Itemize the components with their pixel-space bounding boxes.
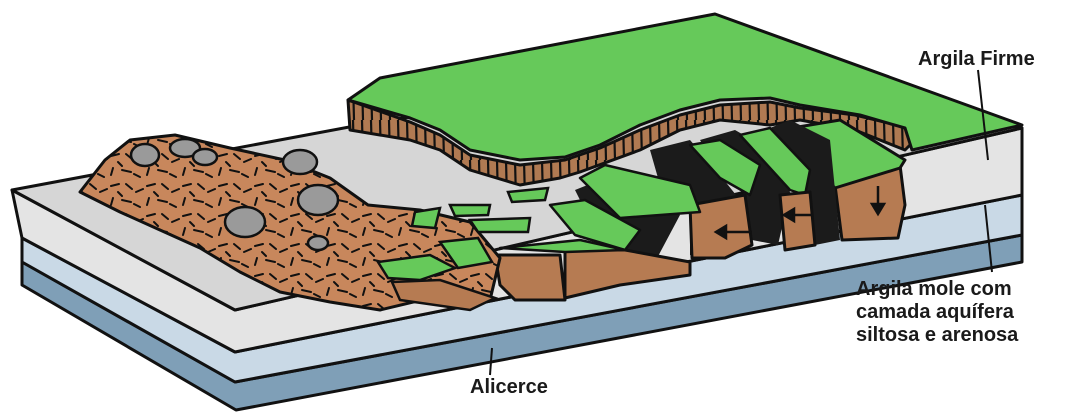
debris-chunk <box>412 208 440 228</box>
debris-chunk <box>470 218 530 232</box>
label-argila-mole-line-3: siltosa e arenosa <box>856 324 1018 347</box>
rock <box>131 144 159 166</box>
rock <box>298 185 338 215</box>
rock <box>193 149 217 165</box>
label-argila-mole-line-1: Argila mole com <box>856 278 1018 301</box>
rock <box>283 150 317 174</box>
slump-block <box>690 195 752 258</box>
rock <box>225 207 265 237</box>
label-alicerce: Alicerce <box>470 376 548 398</box>
debris-chunk <box>450 205 490 216</box>
label-argila-mole-line-2: camada aquífera <box>856 301 1018 324</box>
slump-block <box>780 192 815 250</box>
label-argila-mole: Argila mole com camada aquífera siltosa … <box>856 278 1018 347</box>
rock <box>308 236 328 250</box>
label-argila-firme: Argila Firme <box>918 48 1035 70</box>
